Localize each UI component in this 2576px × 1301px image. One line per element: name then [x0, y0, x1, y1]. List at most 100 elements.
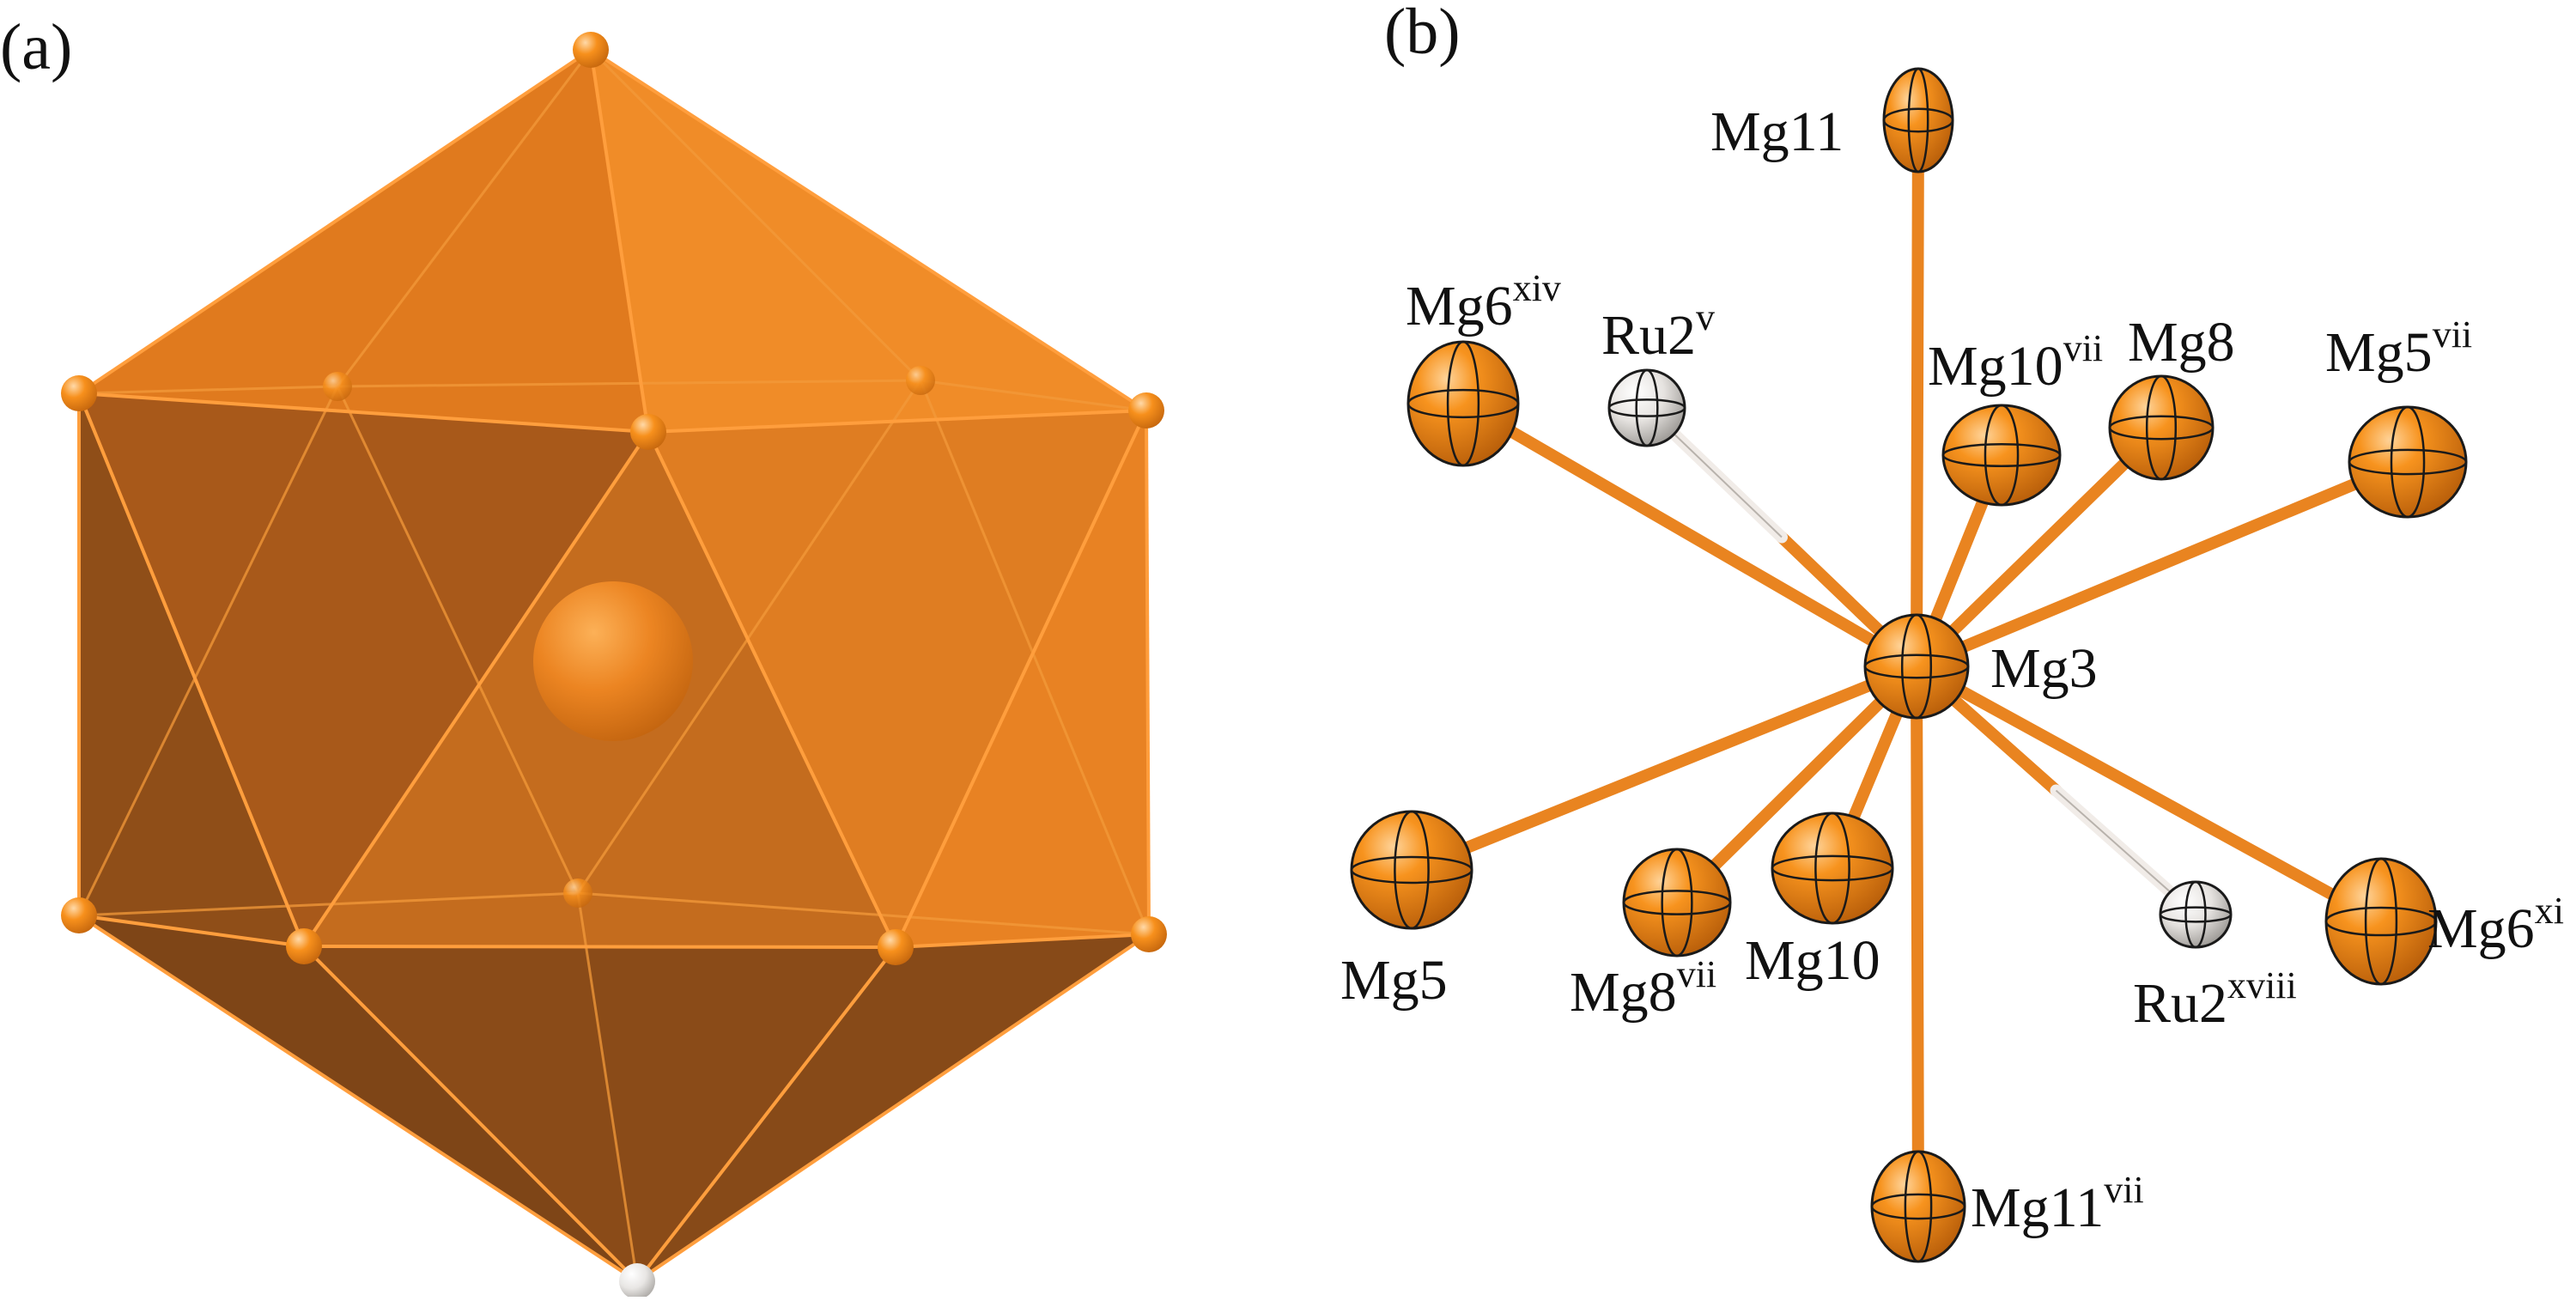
bond-mg5 — [1406, 660, 1923, 876]
bond-mg6xiv — [1457, 398, 1923, 672]
principal-axis-line — [1814, 812, 1850, 925]
label-name: Mg6 — [1406, 275, 1513, 337]
mg-vertex — [563, 878, 592, 908]
principal-axis-line — [2145, 374, 2178, 481]
atom-mg11vii — [1870, 1150, 1966, 1263]
label-ru2v: Ru2v — [1601, 296, 1715, 367]
label-superscript: xi — [2535, 890, 2564, 932]
atom-ellipsoid — [2324, 857, 2438, 986]
polyhedron-vertices — [61, 32, 1167, 1299]
atom-ellipsoid — [1350, 810, 1473, 930]
mg-vertex — [1128, 392, 1164, 429]
mg-vertex — [61, 897, 97, 933]
principal-axis-line — [1984, 404, 2020, 507]
atom-mg3 — [1863, 613, 1970, 720]
label-name: Mg3 — [1990, 637, 2098, 700]
atom-ellipsoid — [1607, 368, 1686, 447]
atom-ellipsoid — [2108, 374, 2215, 481]
principal-axis-line — [2390, 405, 2426, 519]
principal-axis-line — [1863, 654, 1970, 679]
principal-axis-line — [1661, 848, 1693, 958]
principal-axis-line — [1635, 368, 1659, 447]
label-name: Mg8 — [1570, 961, 1677, 1024]
principal-axis-line — [2324, 906, 2438, 937]
atom-ellipsoid — [1882, 67, 1954, 173]
label-name: Mg11 — [1971, 1176, 2104, 1239]
atom-mg8vii — [1622, 848, 1732, 958]
label-name: Mg5 — [1340, 949, 1448, 1012]
label-name: Mg11 — [1710, 100, 1844, 163]
center-atom — [533, 581, 693, 741]
principal-axis-line — [2159, 906, 2233, 923]
principal-axis-line — [2364, 857, 2398, 986]
ru-vertex — [619, 1263, 655, 1299]
panel-a-polyhedron: (a) — [0, 11, 1167, 1299]
principal-axis-line — [2348, 448, 2468, 476]
mg-vertex — [878, 929, 914, 965]
label-superscript: xviii — [2227, 964, 2297, 1006]
principal-axis-line — [1622, 890, 1732, 915]
face — [591, 50, 1146, 432]
principal-axis-line — [1394, 810, 1430, 930]
label-name: Ru2 — [2133, 972, 2227, 1035]
face — [648, 410, 1146, 947]
principal-axis-line — [1907, 67, 1929, 173]
atom-mg10vii — [1941, 404, 2062, 507]
atom-ellipsoid — [1406, 340, 1520, 467]
panel-a-label: (a) — [0, 11, 72, 83]
atom-mg6xi — [2324, 857, 2438, 986]
label-name: Mg6 — [2427, 897, 2535, 960]
panel-b-label: (b) — [1384, 0, 1461, 68]
label-superscript: vii — [2063, 327, 2103, 369]
principal-axis-line — [2108, 415, 2215, 441]
label-mg5vii: Mg5vii — [2325, 313, 2472, 384]
mg-vertex — [61, 375, 97, 411]
label-name: Ru2 — [1601, 304, 1696, 367]
atom-mg5vii — [2348, 405, 2468, 519]
mg-vertex — [906, 366, 935, 395]
label-mg11vii: Mg11vii — [1971, 1169, 2144, 1239]
label-mg6xiv: Mg6xiv — [1406, 267, 1561, 337]
mg-vertex — [630, 414, 666, 450]
label-name: Mg5 — [2325, 321, 2433, 384]
principal-axis-line — [1900, 613, 1933, 720]
bond-mg6xi — [1911, 660, 2387, 927]
label-name: Mg10 — [1745, 929, 1880, 992]
principal-axis-line — [2184, 880, 2207, 949]
principal-axis-line — [1406, 388, 1520, 419]
mg-vertex — [323, 372, 352, 401]
bond-mg11 — [1911, 114, 1924, 672]
face — [304, 946, 896, 1281]
label-mg3: Mg3 — [1990, 637, 2098, 700]
label-mg8: Mg8 — [2128, 311, 2235, 374]
label-mg10vii: Mg10vii — [1928, 327, 2103, 398]
atom-ellipsoid — [1941, 404, 2062, 507]
label-mg6xi: Mg6xi — [2427, 890, 2564, 960]
principal-axis-line — [1941, 442, 2062, 468]
bonds — [1406, 114, 2414, 1213]
principal-axis-line — [1870, 1193, 1966, 1220]
atom-ellipsoid — [1863, 613, 1970, 720]
label-superscript: vii — [2104, 1169, 2143, 1211]
label-mg11: Mg11 — [1710, 100, 1844, 163]
mg-vertex — [286, 928, 322, 964]
principal-axis-line — [1350, 855, 1473, 885]
bond-mg8 — [1911, 422, 2167, 672]
bond-mg8vii — [1671, 660, 1923, 909]
atom-mg6xiv — [1406, 340, 1520, 467]
atom-ellipsoid — [2159, 880, 2233, 949]
label-mg10: Mg10 — [1745, 929, 1880, 992]
bond-mg11vii — [1911, 660, 1924, 1213]
atoms — [1350, 67, 2468, 1263]
principal-axis-line — [1771, 854, 1894, 882]
principal-axis-line — [1607, 398, 1686, 417]
face — [79, 393, 648, 946]
face — [79, 50, 648, 432]
label-mg8vii: Mg8vii — [1570, 953, 1716, 1024]
label-mg5: Mg5 — [1340, 949, 1448, 1012]
atom-ellipsoid — [1870, 1150, 1966, 1263]
